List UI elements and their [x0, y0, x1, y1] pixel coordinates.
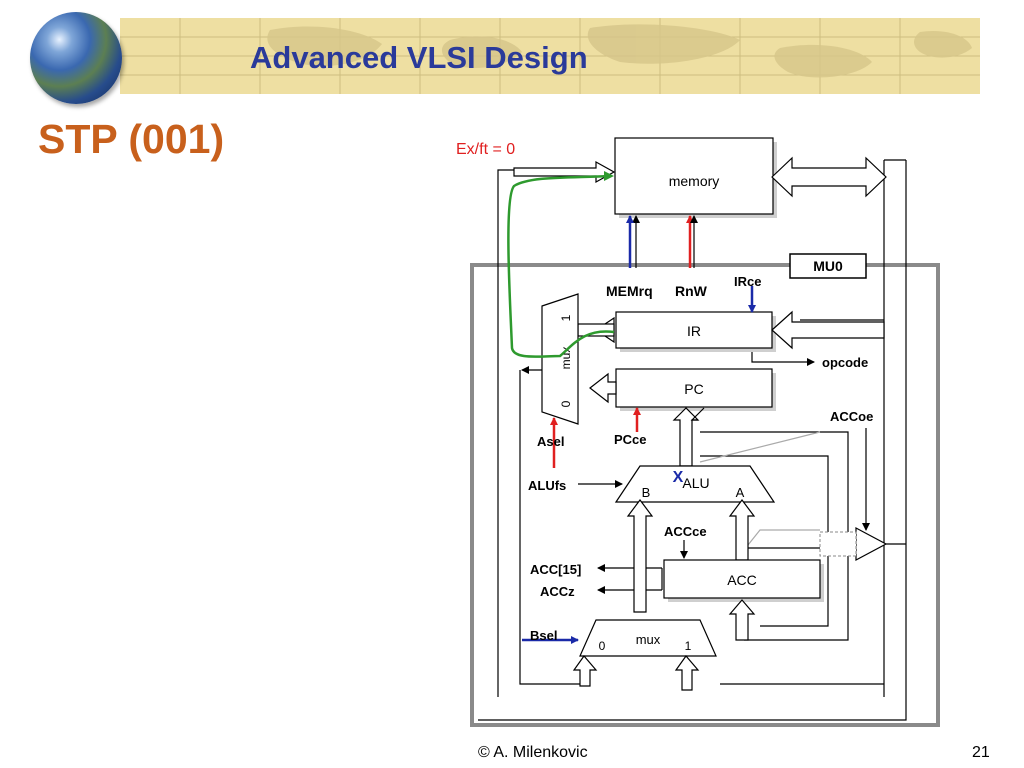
b-mux: [579, 619, 717, 657]
pc-label: PC: [684, 381, 703, 397]
memory-data-bus-arrow: [771, 156, 887, 198]
alu-block: [614, 465, 776, 503]
a-mux: [541, 293, 579, 425]
alu-to-pc-arrow: [672, 407, 700, 467]
mu0-label: MU0: [813, 258, 843, 274]
active-path-arrowhead: [604, 171, 614, 181]
alu-b-port-label: B: [642, 485, 651, 500]
memory-block: [614, 137, 774, 215]
globe-icon: [30, 12, 122, 104]
b-mux-zero-label: 0: [599, 639, 606, 653]
ir-block: [615, 311, 773, 349]
world-map-background: [120, 18, 980, 94]
acc-to-buffer-bus: [819, 531, 857, 557]
accz-label: ACCz: [540, 584, 575, 599]
alu-a-port-label: A: [736, 485, 745, 500]
mu0-frame: [470, 263, 940, 727]
asel-label: Asel: [537, 434, 564, 449]
accce-label: ACCce: [664, 524, 707, 539]
alufs-label: ALUfs: [528, 478, 566, 493]
ir-input-arrow: [771, 310, 885, 350]
pc-block: [615, 368, 773, 408]
ir-to-mux-bus: [577, 323, 615, 337]
slide-title: STP (001): [38, 116, 225, 162]
alu-to-ir-arrow: [690, 407, 705, 421]
irce-label: IRce: [734, 274, 761, 289]
course-title: Advanced VLSI Design: [250, 40, 588, 75]
b-mux-one-label: 1: [685, 639, 692, 653]
ir-label: IR: [687, 323, 701, 339]
mu0-label-box: [789, 253, 867, 279]
a-mux-zero-label: 0: [559, 400, 573, 407]
active-path-highlight: [507, 174, 615, 358]
alu-label: ALU: [682, 475, 709, 491]
opcode-label: opcode: [822, 355, 868, 370]
bmux-input-zero-arrow: [572, 655, 598, 687]
memory-label: memory: [669, 173, 720, 189]
bmux-to-alu-b-arrow: [626, 499, 654, 613]
rnw-label: RnW: [675, 283, 708, 299]
accoe-label: ACCoe: [830, 409, 873, 424]
b-mux-label: mux: [636, 632, 661, 647]
bmux-input-one-arrow: [674, 655, 700, 691]
memrq-label: MEMrq: [606, 283, 653, 299]
acc-block: [663, 559, 821, 599]
pcce-label: PCce: [614, 432, 647, 447]
page-number: 21: [972, 744, 990, 761]
active-control-signals-blue: [522, 215, 756, 644]
memory-address-arrow: [513, 160, 616, 184]
a-mux-one-label: 1: [559, 314, 573, 321]
disabled-mark: X: [673, 469, 684, 486]
acc-to-alu-a-arrow: [728, 499, 756, 561]
acc-tristate-buffer: [855, 527, 888, 561]
active-control-signals-red: [550, 215, 694, 468]
control-signal-black-lines: [632, 215, 698, 268]
footer-author: © A. Milenkovic: [478, 744, 588, 761]
bsel-label: Bsel: [530, 628, 557, 643]
state-label: Ex/ft = 0: [456, 141, 515, 158]
alu-to-acc-arrow: [728, 599, 756, 641]
header-banner: [120, 18, 980, 94]
pc-to-mux-arrow: [589, 372, 617, 404]
acc-label: ACC: [727, 572, 757, 588]
acc15-label: ACC[15]: [530, 562, 581, 577]
